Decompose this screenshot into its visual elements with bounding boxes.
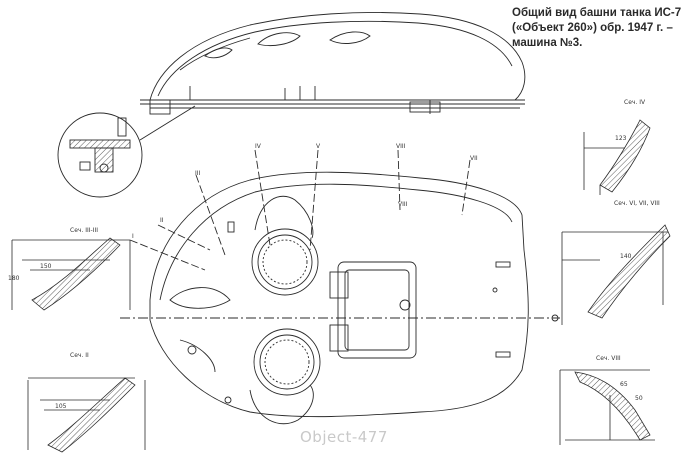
detail-circle [57, 105, 196, 198]
title-line-2: («Объект 260») обр. 1947 г. – [512, 22, 673, 34]
drawing-title: Общий вид башни танка ИС-7 («Объект 260»… [512, 6, 696, 51]
title-line-1: Общий вид башни танка ИС-7 [512, 7, 682, 19]
watermark: Object-477 [300, 428, 388, 446]
dimension-label: 65 [620, 381, 628, 388]
dimension-label: 180 [8, 275, 20, 282]
cut-mark-i: I [132, 233, 134, 240]
cut-mark-ii: II [160, 217, 164, 224]
dimension-label: 105 [55, 403, 67, 410]
cut-mark-iii: III [195, 170, 201, 177]
side-view [140, 12, 526, 115]
section-label-ii: Сеч. II [70, 352, 89, 359]
dimension-label: 150 [40, 263, 52, 270]
cut-mark-viii-b: VIII [398, 201, 408, 208]
section-left-upper [11, 237, 131, 311]
title-line-3: машина №3. [512, 37, 583, 49]
section-left-lower [27, 377, 146, 453]
section-middle-right [561, 224, 671, 325]
section-labels: Сеч. IV Сеч. VI, VII, VIII Сеч. VIII Сеч… [70, 99, 660, 362]
dimension-labels: 123 140 150 180 105 65 50 [8, 135, 643, 410]
cut-marks: IV V VIII VII VIII III II I [132, 143, 478, 240]
section-label-iii: Сеч. III-III [70, 227, 98, 234]
cut-mark-vii: VII [470, 155, 478, 162]
section-label-iv: Сеч. IV [624, 99, 646, 106]
dimension-label: 50 [635, 395, 643, 402]
cut-mark-v: V [316, 143, 321, 150]
section-label-vi-viii: Сеч. VI, VII, VIII [614, 200, 660, 207]
plan-view [120, 149, 560, 425]
cut-mark-iv: IV [255, 143, 262, 150]
cut-mark-viii: VIII [396, 143, 406, 150]
section-lower-right [559, 369, 655, 445]
section-upper-right [583, 119, 651, 195]
dimension-label: 123 [615, 135, 627, 142]
section-label-viii: Сеч. VIII [596, 355, 621, 362]
dimension-label: 140 [620, 253, 632, 260]
